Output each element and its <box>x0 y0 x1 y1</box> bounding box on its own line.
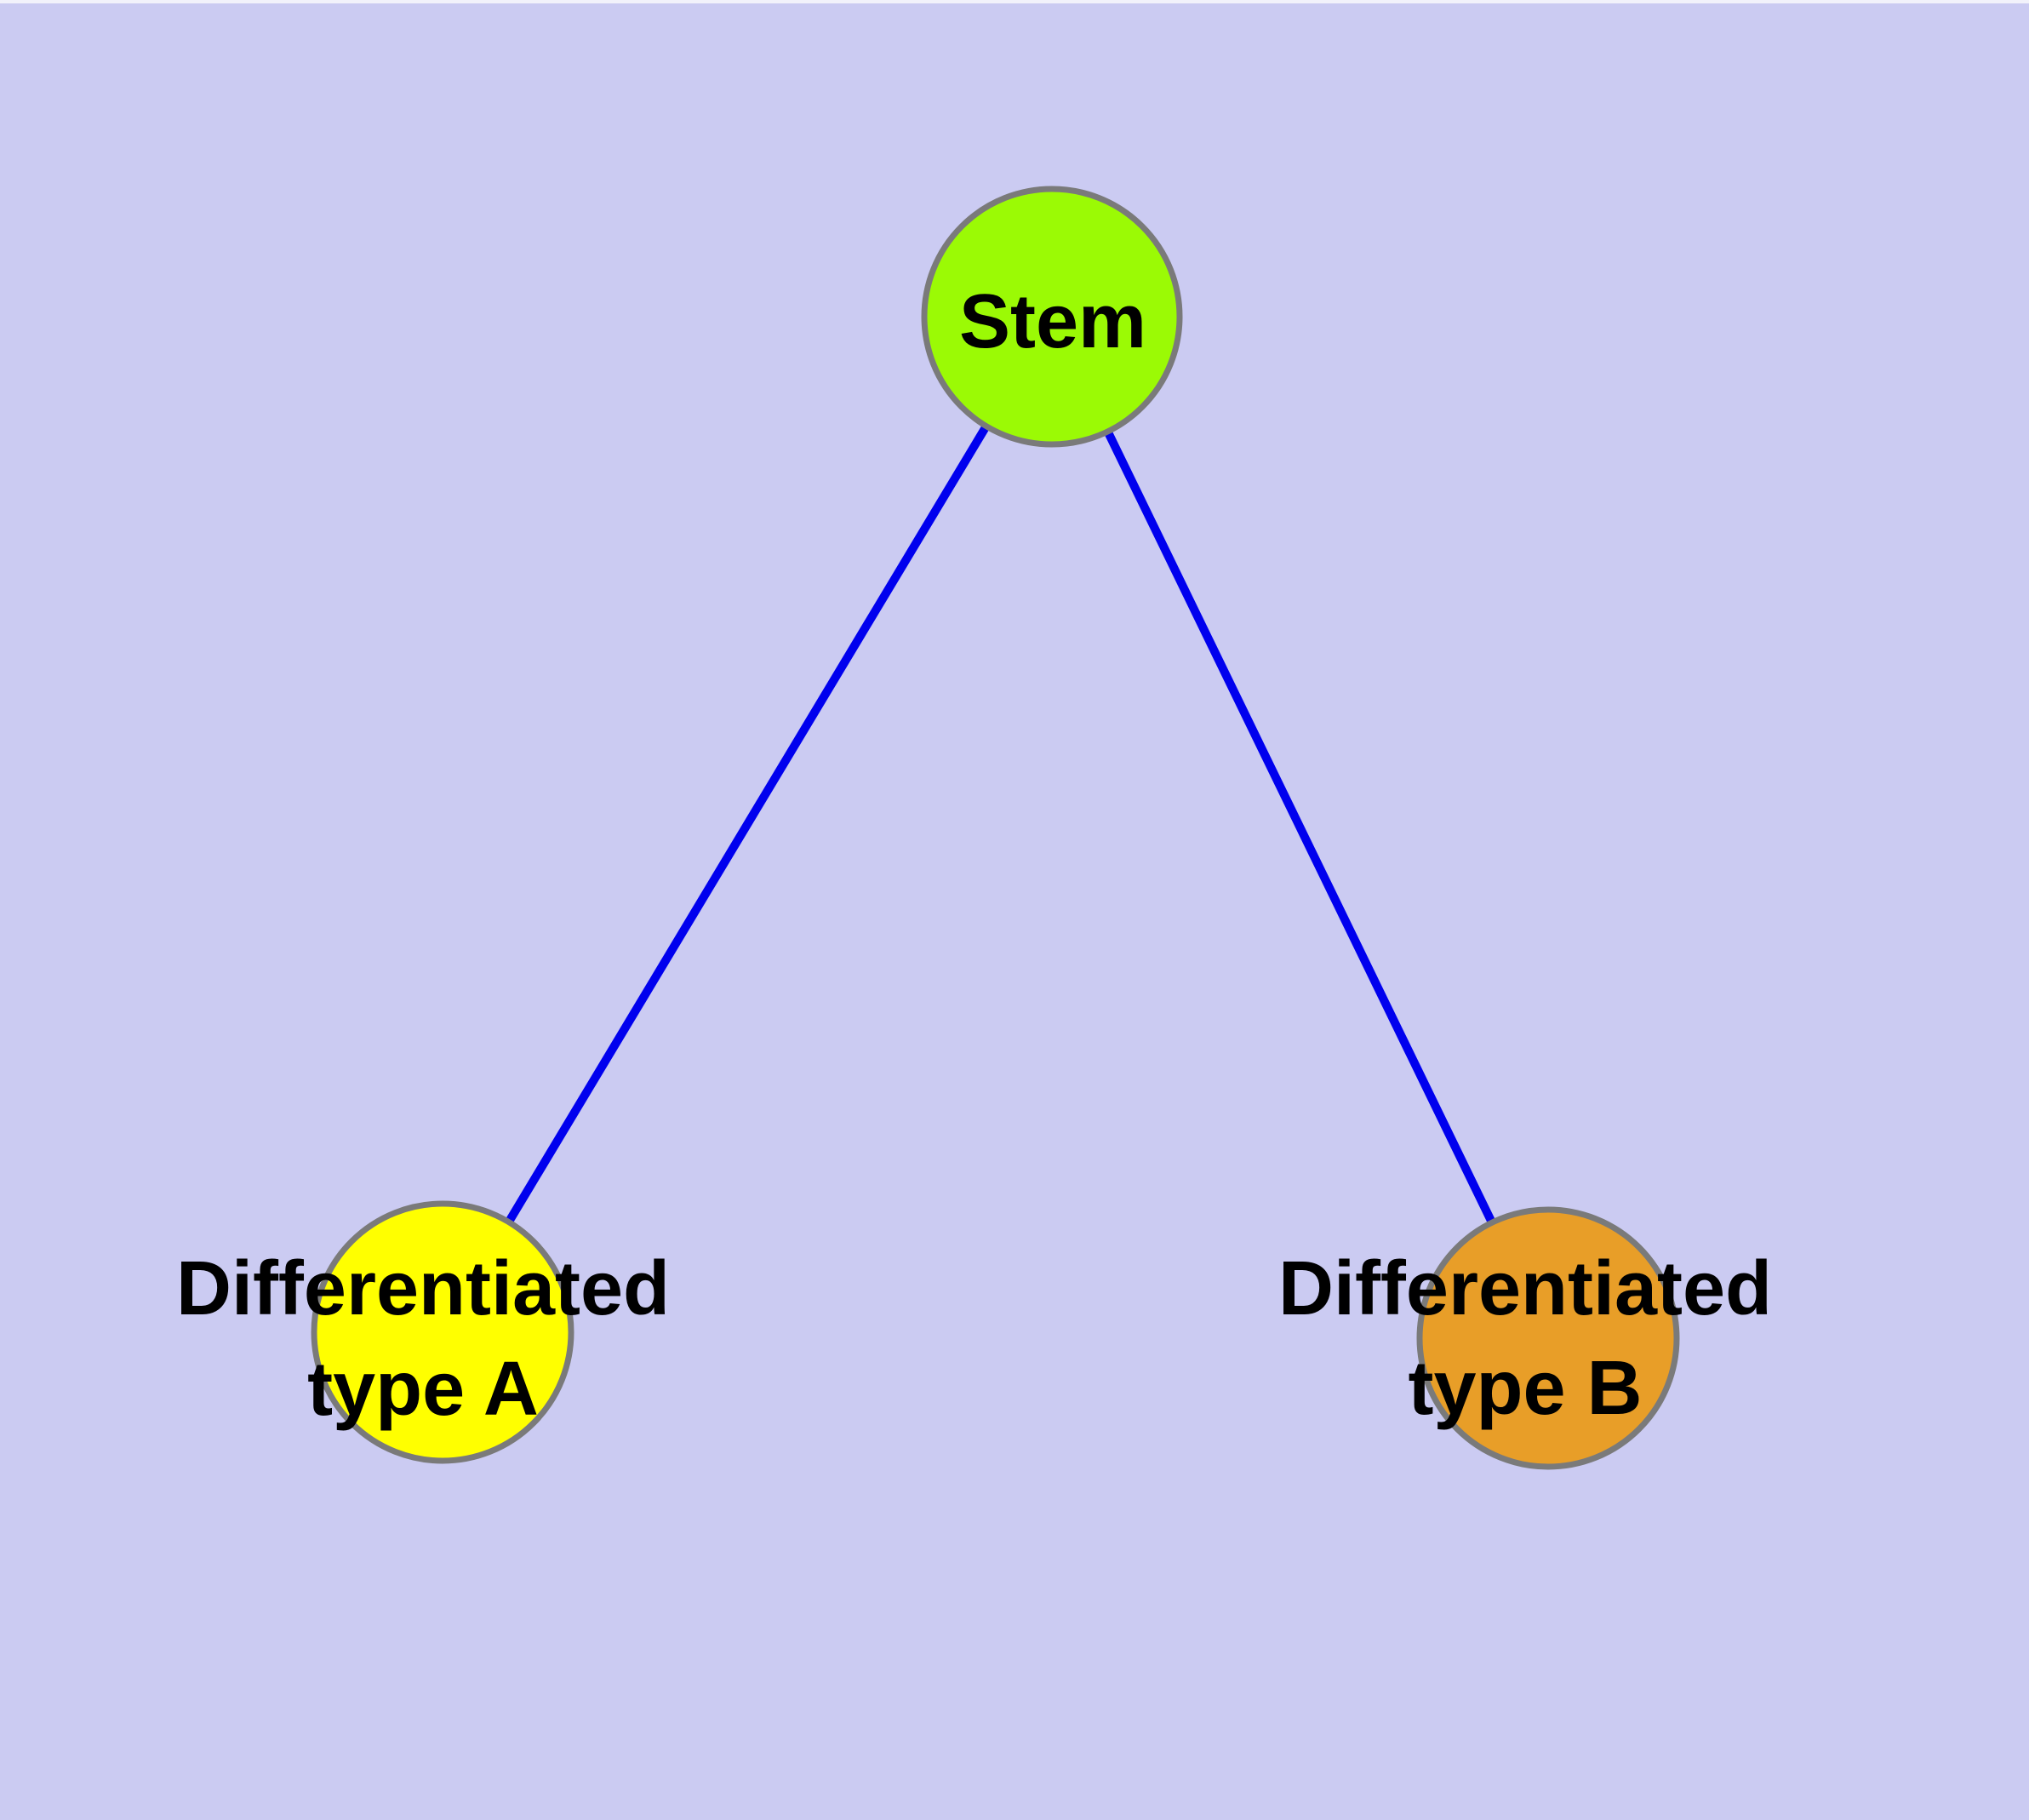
node-type-b-label-line1: Differentiated <box>1278 1246 1772 1331</box>
node-stem[interactable] <box>921 186 1183 448</box>
node-differentiated-type-b[interactable] <box>1416 1206 1680 1470</box>
node-stem-label: Stem <box>959 279 1146 364</box>
edge-stem-to-type-a[interactable] <box>438 312 1056 1336</box>
node-type-a-label-line2: type A <box>307 1347 539 1432</box>
top-edge-highlight <box>0 0 2029 3</box>
edge-stem-to-type-b[interactable] <box>1048 312 1552 1342</box>
node-type-b-label-line2: type B <box>1408 1346 1642 1431</box>
node-type-a-label-line1: Differentiated <box>176 1246 670 1331</box>
node-differentiated-type-a[interactable] <box>311 1200 574 1464</box>
